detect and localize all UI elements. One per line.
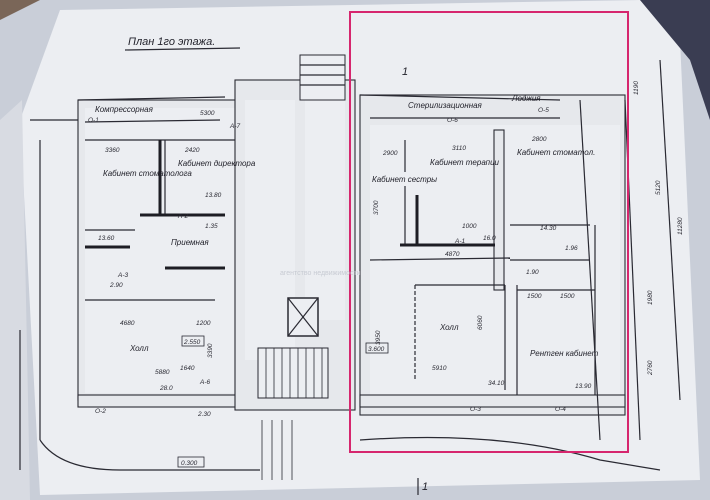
dimension-label: 1190 — [633, 81, 640, 95]
area-labels: 13.60 2.90 2.30 28.0 16.0 14.30 1.96 1.9… — [98, 192, 592, 418]
dimension-label: 5880 — [155, 369, 170, 376]
dimension-label: 5910 — [432, 365, 447, 372]
area-label: 14.30 — [540, 225, 557, 232]
dimension-label: 2900 — [382, 150, 398, 157]
opening-mark: O-3 — [470, 406, 481, 413]
dimension-label: 1000 — [462, 223, 477, 230]
dimension-label: 1500 — [560, 293, 575, 300]
dimension-label: 5120 — [655, 180, 662, 195]
area-label: 16.0 — [483, 235, 496, 242]
plan-title: План 1го этажа. — [128, 36, 215, 48]
opening-mark: A-1 — [454, 238, 466, 245]
level-label: 2.550 — [183, 339, 201, 346]
dimension-label: 3950 — [375, 330, 382, 345]
room-reception: Приемная — [171, 238, 209, 247]
area-label: 1.90 — [526, 269, 539, 276]
dimension-label: 3110 — [452, 145, 466, 152]
opening-mark: O-5 — [538, 107, 549, 114]
dimension-label: 4870 — [445, 251, 460, 258]
room-dentist-left: Кабинет стоматолога — [103, 169, 192, 178]
area-label: 28.0 — [159, 385, 173, 392]
room-therapy: Кабинет терапии — [430, 158, 500, 167]
dimension-label: 11280 — [677, 217, 684, 235]
dimension-label: 1640 — [180, 365, 195, 372]
section-marker-bottom: 1 — [422, 481, 428, 493]
opening-mark: A-2 — [177, 213, 189, 220]
level-label: 0.300 — [181, 460, 198, 467]
central-core — [234, 54, 356, 480]
area-label: 2.90 — [109, 282, 123, 289]
room-sister: Кабинет сестры — [372, 175, 437, 184]
dimension-label: 2420 — [184, 147, 200, 154]
dimension-label: 3390 — [207, 343, 214, 358]
dimension-labels: 5300 3360 2420 4680 5880 1200 3390 1640 … — [105, 81, 684, 376]
section-marker-top: 1 — [402, 66, 408, 78]
opening-mark: O-2 — [95, 408, 106, 415]
room-hall-left: Холл — [129, 344, 149, 353]
dimension-label: 3360 — [105, 147, 120, 154]
opening-mark: A-7 — [229, 123, 241, 130]
room-dentist-right: Кабинет стоматол. — [517, 148, 595, 157]
dimension-label: 2800 — [531, 136, 547, 143]
dimension-label: 1200 — [196, 320, 211, 327]
opening-mark: A-6 — [199, 379, 211, 386]
area-label: 13.60 — [98, 235, 115, 242]
area-label: 2.30 — [197, 411, 211, 418]
opening-marks: O-1 O-2 O-3 O-4 O-5 O-6 A-1 A-2 A-3 A-6 … — [88, 107, 566, 415]
left-wing — [19, 96, 260, 471]
room-loggia: Лоджия — [511, 94, 541, 103]
area-label: 13.80 — [205, 192, 222, 199]
level-marks: 2.550 3.600 0.300 — [177, 335, 389, 468]
area-label: 1.35 — [205, 223, 218, 230]
opening-mark: O-4 — [555, 406, 566, 413]
dimension-label: 4680 — [120, 320, 135, 327]
room-hall-right: Холл — [439, 323, 459, 332]
dimension-label: 3700 — [373, 200, 380, 215]
staircase — [257, 347, 329, 399]
dimension-label: 1980 — [647, 290, 654, 305]
opening-mark: A-3 — [117, 272, 129, 279]
area-label: 1.96 — [565, 245, 578, 252]
dimension-label: 2760 — [647, 360, 654, 376]
dimension-label: 5300 — [200, 110, 215, 117]
highlight-frame — [349, 11, 629, 453]
area-label: 13.90 — [575, 383, 592, 390]
room-director: Кабинет директора — [178, 159, 256, 168]
area-label: 34.10 — [488, 380, 505, 387]
opening-mark: O-6 — [447, 117, 458, 124]
opening-mark: O-1 — [88, 117, 99, 124]
dimension-label: 6060 — [477, 315, 484, 330]
right-wing — [359, 59, 681, 471]
dimension-label: 1500 — [527, 293, 542, 300]
room-xray: Рентген кабинет — [530, 349, 599, 358]
room-sterilization: Стерилизационная — [408, 101, 483, 110]
level-label: 3.600 — [368, 346, 385, 353]
room-compressor: Компрессорная — [95, 105, 154, 114]
watermark: агентство недвижимости — [280, 270, 361, 277]
